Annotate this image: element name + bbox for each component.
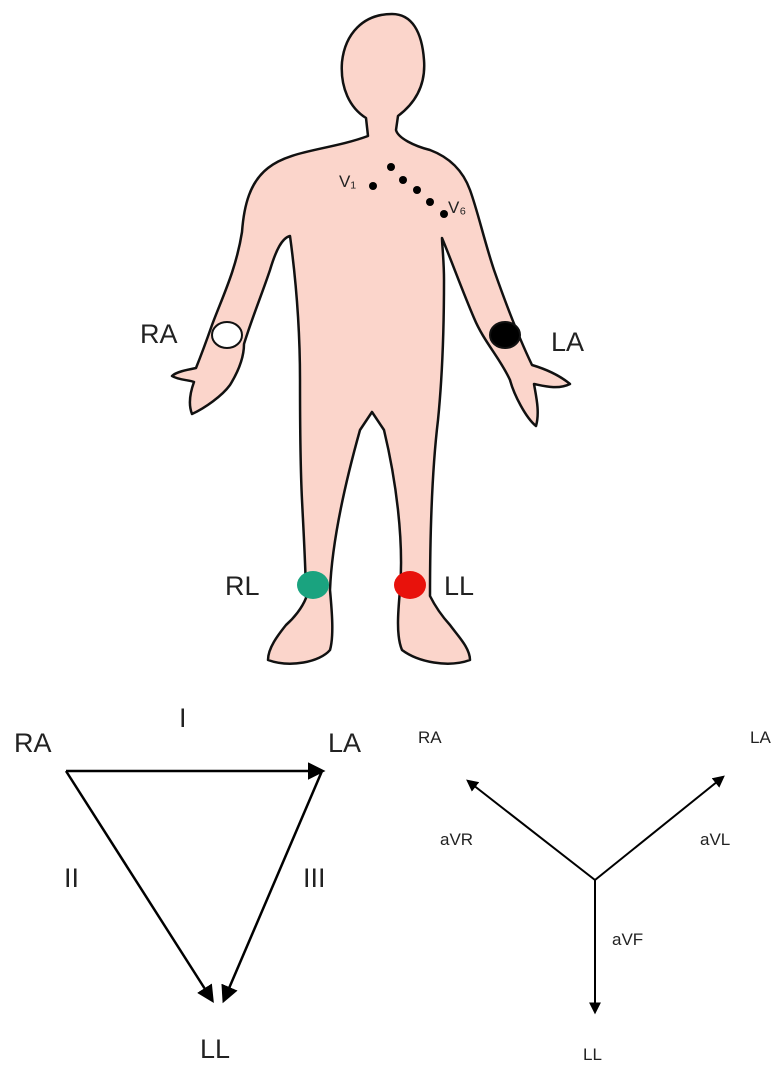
ll-electrode (394, 571, 426, 599)
chest-lead-v6 (440, 210, 448, 218)
avr-arrow (468, 781, 595, 880)
chest-lead-v5 (426, 198, 434, 206)
la-electrode (490, 322, 520, 348)
augmented-leads (468, 777, 723, 1012)
einthoven-triangle (66, 771, 322, 1000)
ra-electrode-label: RA (140, 319, 178, 349)
triangle-ll-label: LL (200, 1034, 230, 1064)
augmented-la-label: LA (750, 728, 771, 747)
chest-lead-v3 (399, 176, 407, 184)
rl-electrode (297, 571, 329, 599)
avl-label: aVL (700, 830, 730, 849)
triangle-ra-label: RA (14, 728, 52, 758)
rl-electrode-label: RL (225, 571, 260, 601)
ll-electrode-label: LL (444, 571, 474, 601)
ra-electrode (212, 322, 242, 348)
augmented-ll-label: LL (583, 1045, 602, 1064)
chest-lead-v4 (413, 186, 421, 194)
lead-i-label: I (179, 703, 187, 733)
avr-label: aVR (440, 830, 473, 849)
chest-lead-v2 (387, 163, 395, 171)
avf-label: aVF (612, 930, 643, 949)
lead-ii-label: II (64, 863, 79, 893)
chest-lead-v1-label: V₁ (339, 172, 356, 191)
lead-iii-label: III (303, 863, 326, 893)
la-electrode-label: LA (551, 327, 584, 357)
lead-ii-arrow (66, 771, 212, 1000)
chest-lead-v1 (369, 182, 377, 190)
chest-lead-v6-label: V₆ (448, 198, 466, 217)
avl-arrow (595, 777, 723, 880)
augmented-ra-label: RA (418, 728, 442, 747)
triangle-la-label: LA (328, 728, 361, 758)
